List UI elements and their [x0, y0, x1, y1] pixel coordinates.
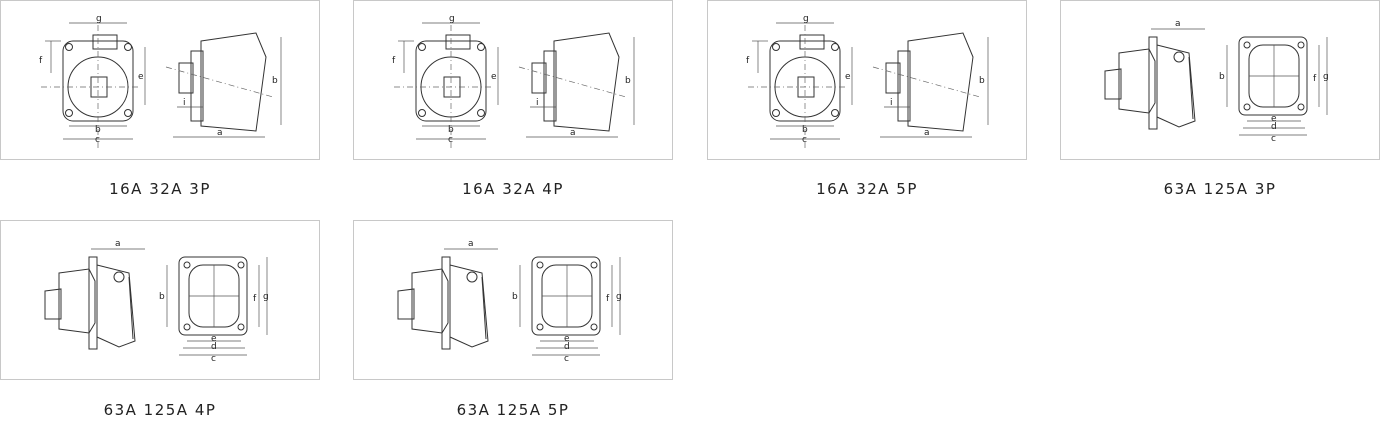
dimension-diagram-small: g b c e f a b i [707, 0, 1027, 160]
dim-label-e: e [564, 334, 570, 344]
dim-label-c: c [1271, 134, 1276, 144]
dim-label-a: a [570, 128, 576, 138]
dim-label-b-side: b [272, 76, 278, 86]
dim-label-a: a [217, 128, 223, 138]
product-caption: 63A 125A 5P [456, 401, 570, 419]
dim-label-e: e [138, 72, 144, 82]
dim-label-e: e [845, 72, 851, 82]
dim-label-b-side: b [625, 76, 631, 86]
dim-label-g: g [803, 14, 809, 24]
dim-label-f: f [746, 56, 750, 66]
dim-label-c: c [448, 135, 453, 145]
dim-label-f: f [1313, 74, 1317, 84]
dim-label-a: a [924, 128, 930, 138]
dim-label-e: e [1271, 114, 1277, 124]
dim-label-g: g [449, 14, 455, 24]
dim-label-b: b [95, 125, 101, 135]
dim-label-i: i [536, 98, 539, 108]
dim-label-b: b [802, 125, 808, 135]
dim-label-f: f [253, 294, 257, 304]
dim-label-e: e [211, 334, 217, 344]
small-socket-drawing: g b c e f a b i [39, 14, 282, 151]
product-caption: 16A 32A 4P [462, 180, 564, 198]
large-socket-drawing: a b f g e d c [44, 239, 269, 364]
dim-label-b: b [159, 292, 165, 302]
dim-label-c: c [95, 135, 100, 145]
dim-label-a: a [468, 239, 474, 249]
dimension-diagram-large: a b f g e d c [0, 220, 320, 380]
dim-label-c: c [802, 135, 807, 145]
dim-label-d: d [564, 342, 570, 352]
dimension-diagram-large: a b f g e d c [353, 220, 673, 380]
product-caption: 16A 32A 3P [109, 180, 211, 198]
dim-label-i: i [183, 98, 186, 108]
dim-label-a: a [1175, 19, 1181, 29]
dim-label-e: e [491, 72, 497, 82]
large-socket-drawing: a b f g e d c [397, 239, 622, 364]
dim-label-b: b [1219, 72, 1225, 82]
dim-label-c: c [211, 354, 216, 364]
dim-label-i: i [890, 98, 893, 108]
large-socket-drawing: a b f g e d c [1104, 19, 1329, 144]
dim-label-g: g [616, 292, 622, 302]
dim-label-b: b [448, 125, 454, 135]
dim-label-c: c [564, 354, 569, 364]
dim-label-d: d [1271, 122, 1277, 132]
dim-label-a: a [115, 239, 121, 249]
dim-label-g: g [96, 14, 102, 24]
dimension-diagram-large: a b f g e d c [1060, 0, 1380, 160]
dim-label-f: f [39, 56, 43, 66]
dim-label-f: f [606, 294, 610, 304]
dim-label-g: g [1323, 72, 1329, 82]
dim-label-d: d [211, 342, 217, 352]
dim-label-f: f [392, 56, 396, 66]
small-socket-drawing: g b c e f a b i [392, 14, 635, 151]
product-caption: 63A 125A 3P [1163, 180, 1277, 198]
product-caption: 16A 32A 5P [816, 180, 918, 198]
dim-label-b: b [512, 292, 518, 302]
product-caption: 63A 125A 4P [103, 401, 217, 419]
small-socket-drawing: g b c e f a b i [746, 14, 989, 151]
dim-label-g: g [263, 292, 269, 302]
dimension-diagram-small: g b c e f a b i [353, 0, 673, 160]
dimension-diagram-small: g b c e f a b i [0, 0, 320, 160]
dim-label-b-side: b [979, 76, 985, 86]
